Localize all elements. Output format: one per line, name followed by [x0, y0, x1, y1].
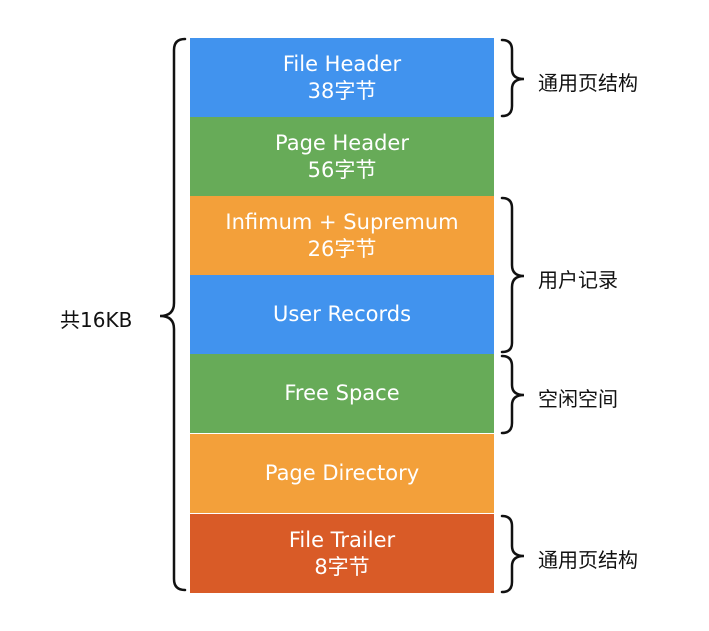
general-brace-top [500, 38, 525, 118]
infimum-supremum-size: 26字节 [307, 236, 377, 261]
file-header-block: File Header 38字节 [190, 38, 494, 117]
infimum-supremum-name: Infimum + Supremum [225, 209, 459, 234]
file-header-size: 38字节 [307, 78, 377, 103]
total-brace [159, 37, 187, 592]
user-records-block: User Records [190, 275, 494, 354]
page-directory-name: Page Directory [264, 461, 420, 485]
page-header-block: Page Header 56字节 [190, 117, 494, 196]
infimum-supremum-block: Infimum + Supremum 26字节 [190, 196, 494, 275]
user-records-brace [500, 196, 525, 354]
general-brace-bottom [500, 514, 525, 594]
general-structure-label-top: 通用页结构 [538, 71, 638, 95]
file-trailer-size: 8字节 [314, 554, 370, 579]
file-trailer-block: File Trailer 8字节 [190, 514, 494, 593]
file-header-name: File Header [282, 51, 402, 76]
general-structure-label-bottom: 通用页结构 [538, 548, 638, 572]
free-space-name: Free Space [284, 381, 400, 405]
total-size-label: 共16KB [60, 308, 133, 332]
user-records-name: User Records [272, 302, 412, 326]
page-directory-block: Page Directory [190, 434, 494, 513]
free-space-label: 空闲空间 [538, 387, 618, 411]
page-header-name: Page Header [275, 130, 409, 155]
file-trailer-name: File Trailer [288, 527, 396, 552]
free-space-block: Free Space [190, 354, 494, 433]
user-records-label: 用户记录 [538, 268, 618, 292]
page-header-size: 56字节 [307, 157, 377, 182]
free-space-brace [500, 354, 525, 435]
